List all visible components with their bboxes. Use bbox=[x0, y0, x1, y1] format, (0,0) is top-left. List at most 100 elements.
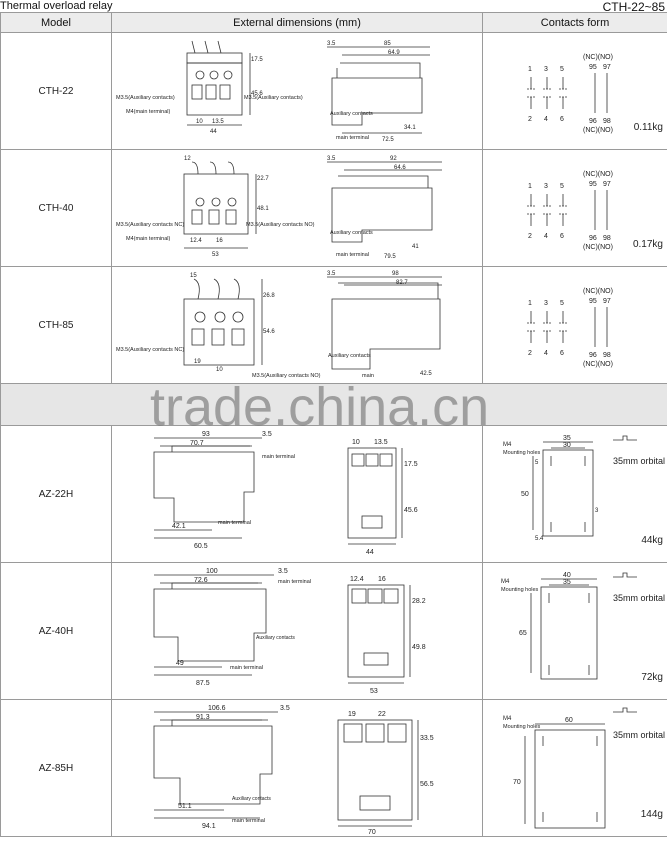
dims-cell: 100 72.6 3.5 main terminal Auxiliary con… bbox=[111, 562, 483, 700]
az22-mount-screw: M4 bbox=[503, 442, 512, 448]
dims-cell: 12 22.7 48.1 12.4 16 53 M3.5(Auxiliary c… bbox=[111, 149, 483, 267]
cth85-side-aux: Auxiliary contacts bbox=[328, 353, 371, 359]
separator-row bbox=[0, 383, 667, 426]
rail-label: 35mm orbital bbox=[612, 456, 665, 466]
page-code: CTH-22~85 bbox=[602, 0, 665, 14]
az85-mount-screw: M4 bbox=[503, 716, 512, 722]
c-top-3: 3 bbox=[544, 300, 548, 307]
az85-side-b2: 94.1 bbox=[202, 823, 216, 830]
cth40-front-top: 12 bbox=[184, 156, 191, 162]
table-header-row: Model External dimensions (mm) Contacts … bbox=[0, 12, 667, 33]
az85-mount-h: 70 bbox=[513, 779, 521, 786]
contacts-diagram: 1 3 5 2 4 6 (NC)(NO) 95 97 96 98 (NC)(NO… bbox=[527, 54, 613, 134]
az85-mount-a: 60 bbox=[565, 717, 573, 724]
az40-side-b2: 87.5 bbox=[196, 680, 210, 687]
table-row: CTH-22 bbox=[0, 32, 667, 150]
cth22-front-h1: 17.5 bbox=[251, 57, 263, 63]
cth22-front-w: 44 bbox=[210, 129, 217, 135]
az85-side-b1: 51.1 bbox=[178, 803, 192, 810]
cth40-front-h2: 48.1 bbox=[257, 206, 269, 212]
c-96: 96 bbox=[589, 352, 597, 359]
cth22-side-b2: 72.5 bbox=[382, 137, 394, 143]
cth85-aux-right: M3.5(Auxiliary contacts NO) bbox=[252, 373, 321, 379]
az85-mount-holes: Mounting holes bbox=[503, 724, 541, 730]
cth22-side-d2: 85 bbox=[384, 41, 391, 47]
mounting-diagram: M4 Mounting holes 60 70 bbox=[503, 707, 637, 829]
c-bot-4: 4 bbox=[544, 116, 548, 123]
c-bot-4: 4 bbox=[544, 233, 548, 240]
cth22-side-aux: Auxiliary contacts bbox=[330, 111, 373, 117]
cth85-front-top: 15 bbox=[190, 273, 197, 279]
cth40-front-w1: 12.4 bbox=[190, 238, 202, 244]
az40-front-h1: 28.2 bbox=[412, 598, 426, 605]
c-top-5: 5 bbox=[560, 66, 564, 73]
az85-side-d3: 91.3 bbox=[196, 714, 210, 721]
cth40-aux-left: M3.5(Auxiliary contacts NC) bbox=[116, 222, 184, 228]
model-cell: AZ-40H bbox=[0, 562, 112, 700]
cth40-front-h1: 22.7 bbox=[257, 176, 269, 182]
c-98: 98 bbox=[603, 118, 611, 125]
az22-front-h1: 17.5 bbox=[404, 461, 418, 468]
az40-mount-holes: Mounting holes bbox=[501, 587, 539, 593]
table-row: CTH-85 15 26.8 bbox=[0, 266, 667, 384]
cth85-side-main: main bbox=[362, 373, 374, 379]
c-ncno-bot: (NC)(NO) bbox=[583, 127, 613, 134]
model-cell: AZ-22H bbox=[0, 425, 112, 563]
cth85-side-b1: 42.5 bbox=[420, 371, 432, 377]
c-97: 97 bbox=[603, 64, 611, 71]
c-ncno-top: (NC)(NO) bbox=[583, 288, 613, 295]
c-95: 95 bbox=[589, 298, 597, 305]
c-ncno-top: (NC)(NO) bbox=[583, 54, 613, 61]
az40-main-bottom: main terminal bbox=[230, 665, 263, 671]
c-ncno-bot: (NC)(NO) bbox=[583, 244, 613, 251]
contacts-cell: 1 3 5 2 4 6 (NC)(NO) 95 97 96 98 (NC)(NO… bbox=[482, 32, 667, 150]
dims-drawing: 93 70.7 3.5 main terminal 42.1 60.5 main… bbox=[153, 431, 418, 556]
az22-side-b1: 42.1 bbox=[172, 523, 186, 530]
az22-side-d2: 93 bbox=[202, 431, 210, 438]
az40-aux: Auxiliary contacts bbox=[256, 635, 295, 641]
cth40-side-d2: 92 bbox=[390, 156, 397, 162]
az85-front-w1: 19 bbox=[348, 711, 356, 718]
dims-drawing: 45.6 17.5 10 13.5 44 M3.5(Auxiliary cont… bbox=[116, 40, 430, 143]
table-row: AZ-85H 10 bbox=[0, 699, 667, 837]
contacts-diagram: 1 3 5 2 4 6 (NC)(NO) 95 97 96 98 (NC)(NO… bbox=[527, 171, 613, 251]
rail-label: 35mm orbital bbox=[612, 730, 665, 740]
table-row: AZ-40H 10 bbox=[0, 562, 667, 700]
cth22-side-d3: 64.9 bbox=[388, 50, 400, 56]
az40-side-d1: 3.5 bbox=[278, 568, 288, 575]
c-top-1: 1 bbox=[528, 66, 532, 73]
cth40-side-main: main terminal bbox=[336, 252, 369, 258]
az22-front-h2: 45.6 bbox=[404, 507, 418, 514]
az40-front-h2: 49.8 bbox=[412, 644, 426, 651]
weight-label: 0.17kg bbox=[632, 239, 663, 250]
az85-main-bottom: main terminal bbox=[232, 818, 265, 824]
dims-drawing: 15 26.8 54.6 19 10 M3.5(Auxiliary contac… bbox=[116, 271, 442, 379]
cth85-side-d2: 98 bbox=[392, 271, 399, 277]
az40-side-b1: 49 bbox=[176, 660, 184, 667]
dims-cell: 45.6 17.5 10 13.5 44 M3.5(Auxiliary cont… bbox=[111, 32, 483, 150]
dims-drawing: 100 72.6 3.5 main terminal Auxiliary con… bbox=[153, 568, 426, 695]
table-row: CTH-40 12 22 bbox=[0, 149, 667, 267]
c-bot-2: 2 bbox=[528, 350, 532, 357]
contacts-cell: 1 3 5 2 4 6 (NC)(NO) 95 97 96 98 (NC)(NO… bbox=[482, 266, 667, 384]
az40-front-w: 53 bbox=[370, 688, 378, 695]
c-top-1: 1 bbox=[528, 300, 532, 307]
cth85-front-w1: 19 bbox=[194, 359, 201, 365]
dims-cell: 93 70.7 3.5 main terminal 42.1 60.5 main… bbox=[111, 425, 483, 563]
c-98: 98 bbox=[603, 352, 611, 359]
cth40-side-aux: Auxiliary contacts bbox=[330, 230, 373, 236]
c-95: 95 bbox=[589, 181, 597, 188]
mounting-diagram: M4 Mounting holes 40 35 65 bbox=[501, 572, 637, 680]
cth22-side-d1: 3.5 bbox=[327, 41, 336, 47]
cth22-aux-left: M3.5(Auxiliary contacts) bbox=[116, 95, 175, 101]
separator-band bbox=[0, 383, 667, 426]
dims-cell: 15 26.8 54.6 19 10 M3.5(Auxiliary contac… bbox=[111, 266, 483, 384]
cth85-side-d1: 3.5 bbox=[327, 271, 336, 277]
dims-drawing: 106.6 91.3 3.5 Auxiliary contacts 51.1 9… bbox=[153, 705, 434, 836]
cth40-side-d3: 64.6 bbox=[394, 165, 406, 171]
az22-front-w1: 10 bbox=[352, 439, 360, 446]
cth22-side-main: main terminal bbox=[336, 135, 369, 141]
weight-label: 0.11kg bbox=[633, 122, 663, 133]
az22-mount-d: 3 bbox=[595, 508, 599, 514]
az22-mount-b: 30 bbox=[563, 442, 571, 449]
